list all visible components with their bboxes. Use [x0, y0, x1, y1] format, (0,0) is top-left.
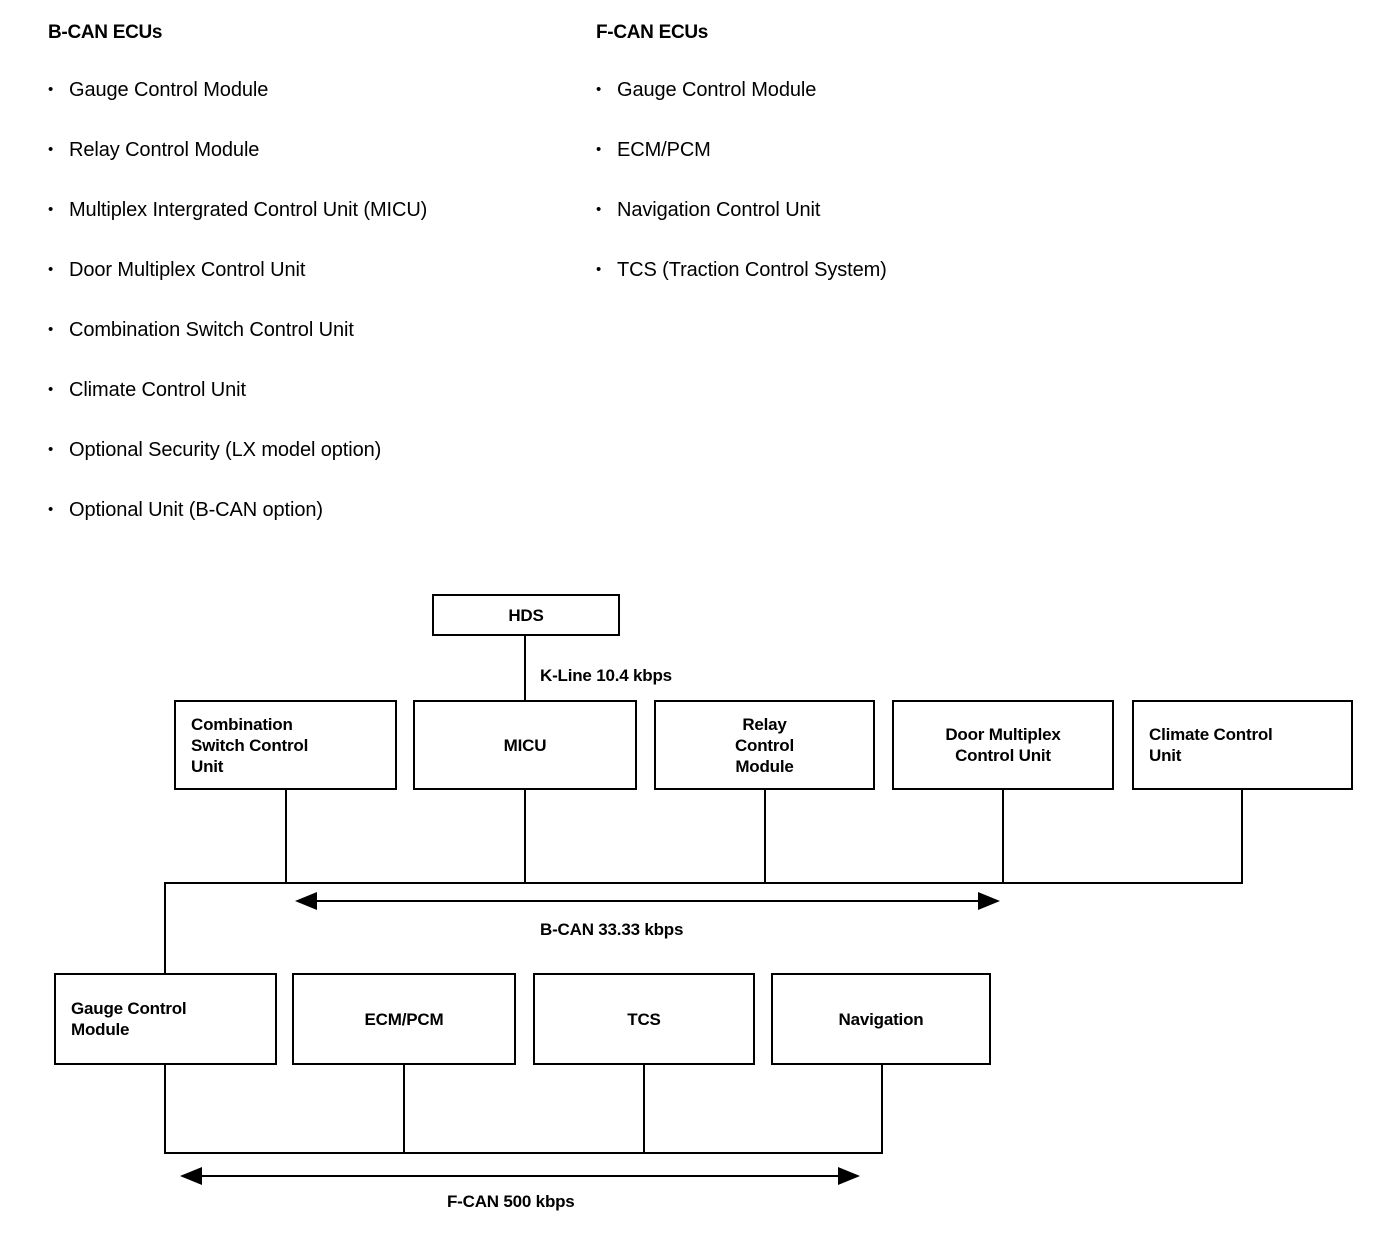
list-item: • Relay Control Module — [48, 138, 588, 162]
fcan-ecu-column: F-CAN ECUs • Gauge Control Module • ECM/PC… — [596, 22, 1096, 318]
list-item: • Gauge Control Module — [596, 78, 1096, 102]
node-label: TCS — [627, 1009, 661, 1029]
bus-line-fcan — [164, 1152, 883, 1154]
bcan-ecu-column: B-CAN ECUs • Gauge Control Module • Relay … — [48, 22, 588, 558]
kline-label: K-Line 10.4 kbps — [540, 666, 672, 685]
list-item: • Combination Switch Control Unit — [48, 318, 588, 342]
node-door-multiplex-control-unit: Door Multiplex Control Unit — [892, 700, 1114, 790]
wire-climate-control-to-bcan — [1241, 790, 1243, 884]
list-item: • Gauge Control Module — [48, 78, 588, 102]
bullet-icon: • — [48, 321, 54, 338]
wire-gauge-control-module-to-fcan — [164, 1065, 166, 1154]
list-item-label: ECM/PCM — [617, 139, 711, 161]
arrow-shaft — [198, 1175, 842, 1177]
node-label: ECM/PCM — [364, 1009, 444, 1029]
list-item-label: Gauge Control Module — [617, 79, 817, 101]
arrow-shaft — [313, 900, 982, 902]
wire-relay-control-to-bcan — [764, 790, 766, 884]
bus-line-bcan — [164, 882, 1243, 884]
fcan-bus-label: F-CAN 500 kbps — [447, 1192, 575, 1211]
node-tcs: TCS — [533, 973, 755, 1065]
node-label: Relay Control Module — [734, 714, 795, 776]
bullet-icon: • — [48, 201, 54, 218]
fcan-direction-arrow — [180, 1165, 860, 1187]
node-label: HDS — [508, 605, 544, 625]
fcan-list-title: F-CAN ECUs — [596, 22, 709, 43]
arrow-left-icon — [295, 892, 317, 910]
bullet-icon: • — [596, 141, 602, 158]
list-item-label: TCS (Traction Control System) — [617, 259, 887, 281]
bullet-icon: • — [48, 501, 54, 518]
list-item-label: Optional Security (LX model option) — [69, 439, 382, 461]
node-relay-control-module: Relay Control Module — [654, 700, 875, 790]
bullet-icon: • — [596, 201, 602, 218]
node-micu: MICU — [413, 700, 637, 790]
bcan-direction-arrow — [295, 890, 1000, 912]
wire-door-multiplex-to-bcan — [1002, 790, 1004, 884]
bcan-ecu-list: • Gauge Control Module • Relay Control Mod… — [48, 78, 588, 522]
arrow-right-icon — [838, 1167, 860, 1185]
list-item: • TCS (Traction Control System) — [596, 258, 1096, 282]
bullet-icon: • — [596, 261, 602, 278]
arrow-left-icon — [180, 1167, 202, 1185]
wire-micu-to-bcan — [524, 790, 526, 884]
node-navigation: Navigation — [771, 973, 991, 1065]
bullet-icon: • — [48, 441, 54, 458]
list-item-label: Multiplex Intergrated Control Unit (MICU… — [69, 199, 428, 221]
bullet-icon: • — [48, 81, 54, 98]
wire-tcs-to-fcan — [643, 1065, 645, 1154]
list-item: • Navigation Control Unit — [596, 198, 1096, 222]
bullet-icon: • — [48, 381, 54, 398]
node-gauge-control-module: Gauge Control Module — [54, 973, 277, 1065]
node-combination-switch-control-unit: Combination Switch Control Unit — [174, 700, 397, 790]
wire-navigation-to-fcan — [881, 1065, 883, 1154]
wire-bcan-to-gauge-control-module — [164, 882, 166, 973]
node-label: Door Multiplex Control Unit — [945, 725, 1061, 765]
wire-kline — [524, 636, 526, 700]
list-item-label: Door Multiplex Control Unit — [69, 259, 306, 281]
node-label: Navigation — [838, 1009, 924, 1029]
bullet-icon: • — [48, 141, 54, 158]
node-ecm-pcm: ECM/PCM — [292, 973, 516, 1065]
list-item: • Door Multiplex Control Unit — [48, 258, 588, 282]
list-item: • Climate Control Unit — [48, 378, 588, 402]
list-item-label: Navigation Control Unit — [617, 199, 821, 221]
list-item-label: Gauge Control Module — [69, 79, 269, 101]
node-climate-control-unit: Climate Control Unit — [1132, 700, 1353, 790]
arrow-right-icon — [978, 892, 1000, 910]
list-item-label: Relay Control Module — [69, 139, 260, 161]
wire-ecm-pcm-to-fcan — [403, 1065, 405, 1154]
wire-combination-switch-to-bcan — [285, 790, 287, 884]
list-item: • Optional Unit (B-CAN option) — [48, 498, 588, 522]
list-item-label: Climate Control Unit — [69, 379, 246, 401]
bullet-icon: • — [48, 261, 54, 278]
list-item-label: Optional Unit (B-CAN option) — [69, 499, 323, 521]
fcan-ecu-list: • Gauge Control Module • ECM/PCM • Navigati… — [596, 78, 1096, 282]
node-label: Gauge Control Module — [71, 999, 187, 1039]
list-item: • Optional Security (LX model option) — [48, 438, 588, 462]
bullet-icon: • — [596, 81, 602, 98]
bcan-bus-label: B-CAN 33.33 kbps — [540, 920, 684, 939]
node-label: Climate Control Unit — [1149, 725, 1273, 765]
list-item: • ECM/PCM — [596, 138, 1096, 162]
node-label: MICU — [503, 735, 547, 755]
list-item: • Multiplex Intergrated Control Unit (MIC… — [48, 198, 588, 222]
node-hds: HDS — [432, 594, 620, 636]
list-item-label: Combination Switch Control Unit — [69, 319, 354, 341]
node-label: Combination Switch Control Unit — [191, 714, 309, 776]
bcan-list-title: B-CAN ECUs — [48, 22, 163, 43]
